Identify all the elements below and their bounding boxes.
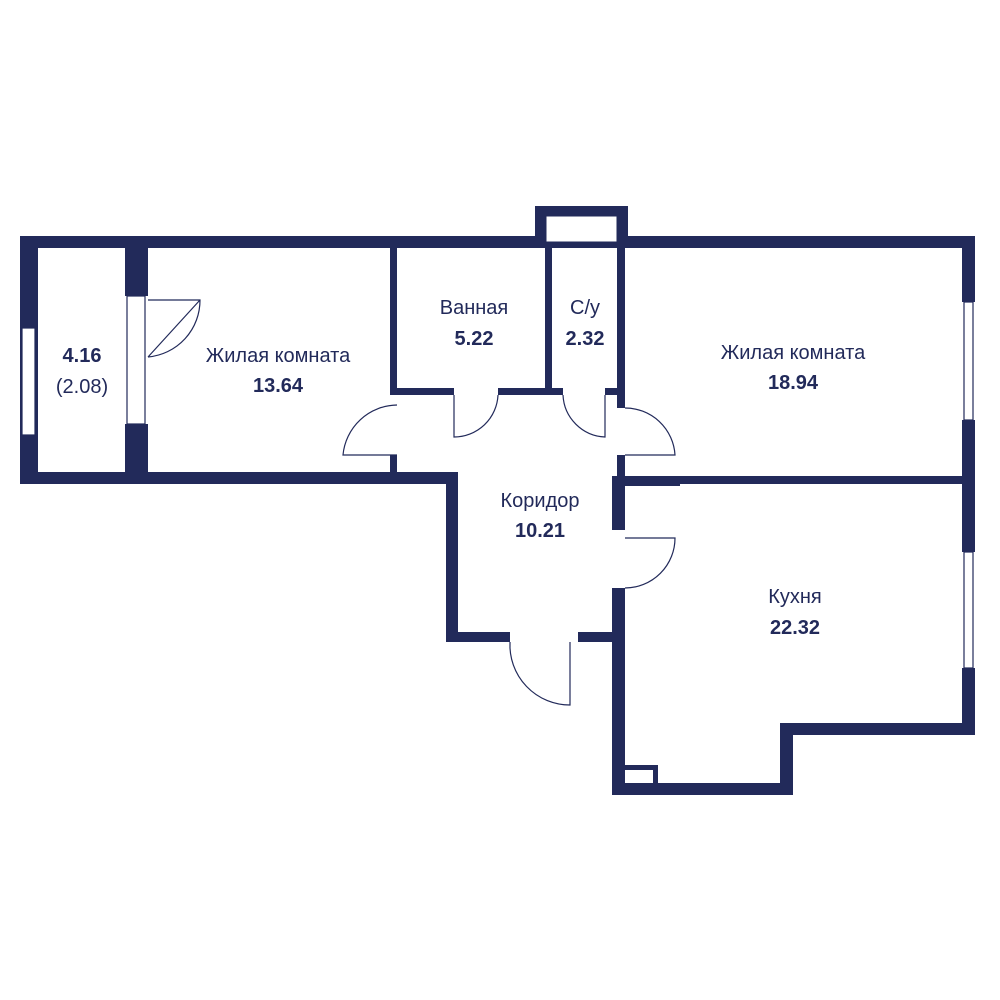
room-area: 2.32 bbox=[566, 328, 605, 350]
room-name: С/у bbox=[570, 297, 600, 319]
walls bbox=[20, 206, 975, 795]
room-living-2: Жилая комната 18.94 bbox=[721, 342, 866, 394]
room-name: Жилая комната bbox=[206, 345, 351, 367]
room-name: Коридор bbox=[501, 490, 580, 512]
doors bbox=[147, 299, 676, 706]
room-area: 4.16 bbox=[63, 345, 102, 367]
room-corridor: Коридор 10.21 bbox=[501, 490, 580, 542]
room-area: 5.22 bbox=[455, 328, 494, 350]
room-bathroom: Ванная 5.22 bbox=[440, 297, 509, 350]
room-name: Ванная bbox=[440, 297, 509, 319]
room-area: 10.21 bbox=[515, 520, 565, 542]
windows bbox=[21, 295, 974, 669]
room-name: Кухня bbox=[768, 586, 822, 608]
room-area: 22.32 bbox=[770, 617, 820, 639]
room-area-reduced: (2.08) bbox=[56, 376, 108, 398]
room-living-1: Жилая комната 13.64 bbox=[206, 345, 351, 397]
room-area: 18.94 bbox=[768, 372, 819, 394]
room-balcony: 4.16 (2.08) bbox=[56, 345, 108, 398]
room-area: 13.64 bbox=[253, 375, 304, 397]
room-name: Жилая комната bbox=[721, 342, 866, 364]
room-wc: С/у 2.32 bbox=[566, 297, 605, 350]
room-kitchen: Кухня 22.32 bbox=[768, 586, 822, 639]
